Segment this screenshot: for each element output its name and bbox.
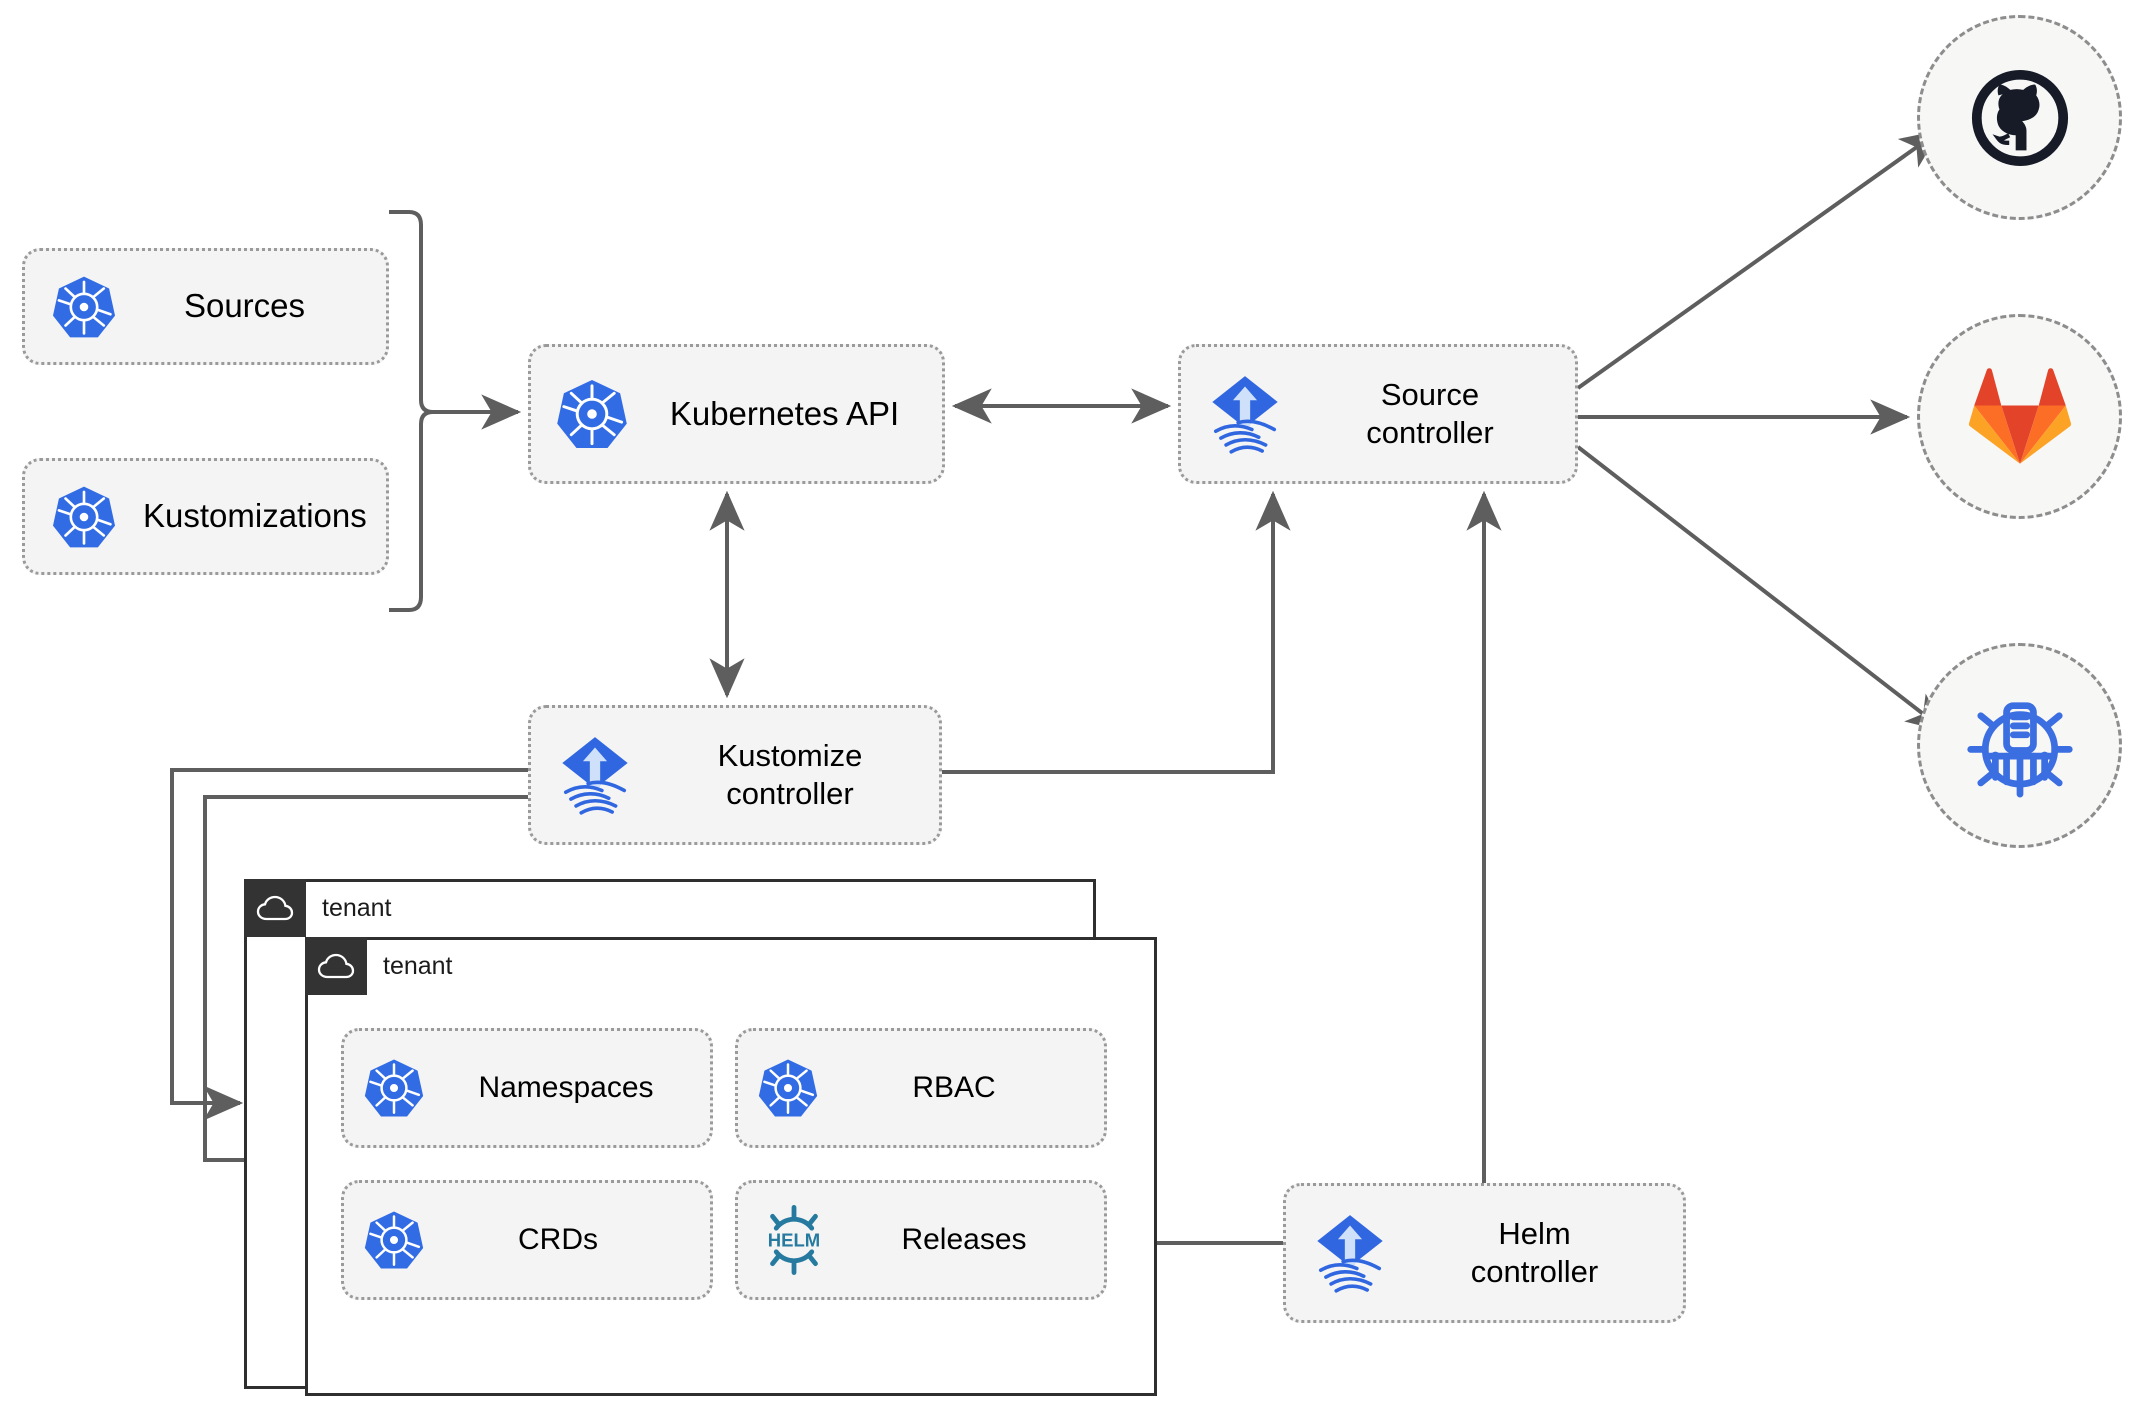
tenant-inner-container[interactable]: tenant	[305, 937, 1157, 1396]
node-helm-controller[interactable]: Helm controller	[1283, 1183, 1686, 1323]
node-sources[interactable]: Sources	[22, 248, 389, 365]
node-helm-controller-label: Helm controller	[1414, 1215, 1683, 1291]
tenant-outer-label: tenant	[322, 893, 392, 922]
cloud-icon	[305, 937, 367, 995]
group-bracket	[389, 210, 434, 612]
kustomize-controller-line2: controller	[726, 776, 854, 811]
helm-icon: HELM	[738, 1203, 850, 1277]
helm-controller-line2: controller	[1470, 1254, 1599, 1289]
helm-controller-line1: Helm	[1498, 1216, 1571, 1252]
kubernetes-icon	[25, 274, 143, 340]
source-controller-line1: Source	[1380, 377, 1480, 413]
kubernetes-icon	[738, 1057, 838, 1119]
provider-github[interactable]	[1917, 15, 2122, 220]
node-sources-label: Sources	[183, 287, 306, 325]
edge-srcctl-bucket	[1576, 445, 1947, 732]
gitlab-icon	[1968, 367, 2071, 464]
node-source-controller[interactable]: Source controller	[1178, 344, 1578, 484]
node-kustomizations-label: Kustomizations	[143, 497, 367, 535]
tenant-outer-header: tenant	[244, 879, 392, 937]
kubernetes-icon	[25, 484, 143, 550]
node-releases[interactable]: HELM Releases	[735, 1180, 1107, 1300]
tenant-inner-label: tenant	[383, 951, 453, 980]
node-crds[interactable]: CRDs	[341, 1180, 713, 1300]
node-rbac[interactable]: RBAC	[735, 1028, 1107, 1148]
node-kubernetes-api[interactable]: Kubernetes API	[528, 344, 945, 484]
node-rbac-label: RBAC	[912, 1070, 996, 1104]
node-namespaces[interactable]: Namespaces	[341, 1028, 713, 1148]
kubernetes-icon	[531, 377, 653, 451]
node-kustomize-controller[interactable]: Kustomize controller	[528, 705, 942, 845]
flux-icon	[1286, 1210, 1414, 1296]
svg-text:HELM: HELM	[768, 1230, 820, 1251]
node-releases-label: Releases	[901, 1222, 1027, 1256]
kubernetes-icon	[344, 1209, 444, 1271]
edge-kzctl-srcctl	[942, 490, 1291, 774]
kustomize-controller-line1: Kustomize	[717, 738, 863, 774]
edge-srcctl-github	[1576, 130, 1941, 390]
node-kubernetes-api-label: Kubernetes API	[669, 394, 900, 432]
provider-gitlab[interactable]	[1917, 314, 2122, 519]
kubernetes-icon	[344, 1057, 444, 1119]
flux-icon	[531, 732, 659, 818]
node-kustomize-controller-label: Kustomize controller	[659, 737, 939, 813]
provider-bucket[interactable]	[1917, 643, 2122, 848]
node-kustomizations[interactable]: Kustomizations	[22, 458, 389, 575]
node-crds-label: CRDs	[518, 1222, 598, 1256]
bucket-icon	[1966, 701, 2073, 798]
source-controller-line2: controller	[1366, 415, 1494, 450]
cloud-icon	[244, 879, 306, 937]
tenant-inner-header: tenant	[305, 937, 453, 995]
flux-icon	[1181, 371, 1309, 457]
node-source-controller-label: Source controller	[1309, 376, 1575, 452]
github-icon	[1971, 69, 2068, 166]
node-namespaces-label: Namespaces	[478, 1070, 654, 1104]
